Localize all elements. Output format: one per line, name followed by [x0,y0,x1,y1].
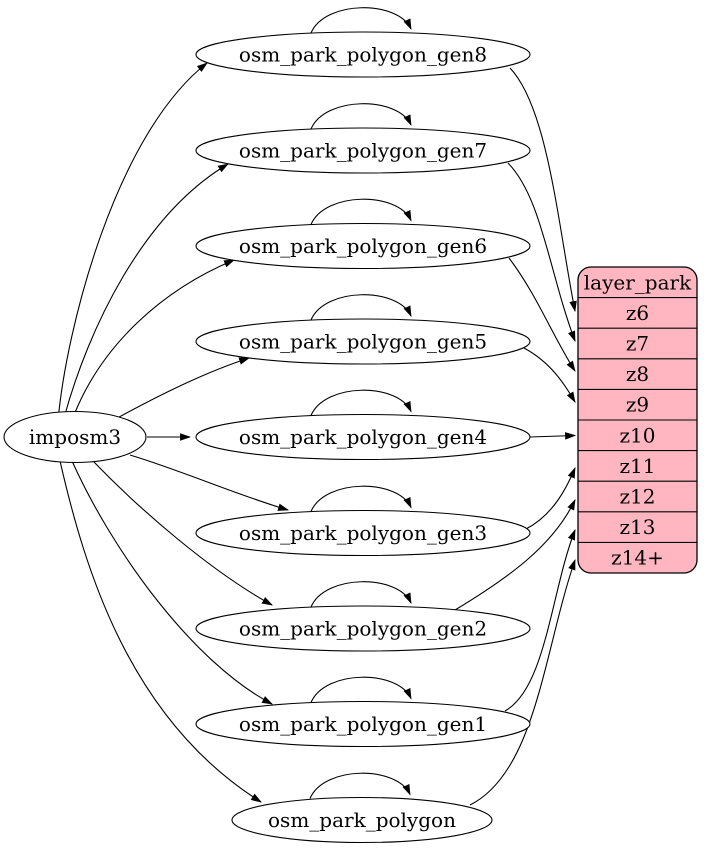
edge-osm_park_polygon_gen1-to-z13 [504,528,576,712]
row-z13: z13 [620,515,656,539]
edge-imposm3-to-osm_park_polygon [59,460,262,803]
edge-osm_park_polygon-to-z14plus [469,558,576,806]
table-ellipse [195,222,531,270]
table-label: osm_park_polygon_gen5 [239,330,487,354]
edge-imposm3-to-osm_park_polygon_gen5 [109,357,251,423]
self-loop-osm_park_polygon_gen8 [310,7,412,34]
table-label: osm_park_polygon_gen6 [239,234,487,258]
edge-imposm3-to-osm_park_polygon_gen3 [129,454,290,511]
row-z14plus: z14+ [611,546,664,570]
node-osm-park-polygon: osm_park_polygon [231,796,493,844]
self-loop-osm_park_polygon [309,772,411,799]
self-loop-osm_park_polygon_gen4 [310,389,412,416]
edge-imposm3-to-osm_park_polygon_gen1 [71,460,273,705]
table-label: osm_park_polygon [268,808,456,832]
table-ellipse [195,127,531,174]
row-z8: z8 [626,362,649,386]
self-loop-osm_park_polygon_gen3 [310,485,412,512]
node-layer-park: layer_park z6 z7 z8 z9 z10 z11 z12 z13 z… [577,266,698,574]
node-osm-park-polygon-gen4: osm_park_polygon_gen4 [195,413,531,461]
node-osm-park-polygon-gen7: osm_park_polygon_gen7 [195,127,531,174]
table-ellipse [231,796,493,844]
edge-osm_park_polygon_gen3-to-z11 [525,466,576,530]
edge-osm_park_polygon_gen2-to-z12 [454,499,576,611]
edge-imposm3-to-osm_park_polygon_gen8 [57,62,208,422]
row-z11: z11 [620,454,656,478]
table-ellipse [195,700,531,748]
self-loop-osm_park_polygon_gen2 [310,581,412,608]
self-loop-osm_park_polygon_gen7 [310,103,412,130]
table-ellipse [195,509,531,557]
node-osm-park-polygon-gen2: osm_park_polygon_gen2 [195,605,531,652]
self-loop-edges [309,7,412,799]
table-label: osm_park_polygon_gen1 [239,712,487,736]
node-imposm3: imposm3 [3,410,147,464]
edge-imposm3-to-osm_park_polygon_gen7 [63,163,229,419]
table-ellipse [195,605,531,652]
node-osm-park-polygon-gen6: osm_park_polygon_gen6 [195,222,531,270]
edge-osm_park_polygon_gen7-to-z7 [507,162,576,343]
row-z6: z6 [626,301,649,325]
node-osm-park-polygon-gen3: osm_park_polygon_gen3 [195,509,531,557]
self-loop-osm_park_polygon_gen5 [310,294,412,321]
self-loop-osm_park_polygon_gen1 [310,676,412,703]
table-label: osm_park_polygon_gen3 [239,521,487,545]
edge-osm_park_polygon_gen8-to-z6 [509,67,577,313]
edges-tables-to-layer [454,67,577,806]
row-z12: z12 [620,485,656,509]
node-osm-park-polygon-gen8: osm_park_polygon_gen8 [195,31,531,78]
edges-source-to-tables [57,62,290,803]
edge-osm_park_polygon_gen5-to-z9 [523,347,576,403]
row-z9: z9 [626,393,649,417]
node-osm-park-polygon-gen1: osm_park_polygon_gen1 [195,700,531,748]
node-osm-park-polygon-gen5: osm_park_polygon_gen5 [195,318,531,365]
table-ellipse [195,413,531,461]
edge-osm_park_polygon_gen6-to-z8 [508,257,576,372]
edge-osm_park_polygon_gen4-to-z10 [529,432,577,440]
imposm3-label: imposm3 [29,425,121,449]
table-ellipse [195,31,531,78]
row-z7: z7 [626,332,649,356]
edge-imposm3-to-osm_park_polygon_gen6 [73,259,236,416]
table-label: osm_park_polygon_gen4 [239,425,487,449]
table-ellipse [195,318,531,365]
edge-imposm3-to-osm_park_polygon_gen2 [91,459,273,606]
row-z10: z10 [620,423,656,447]
imposm3-ellipse [3,410,147,464]
table-label: osm_park_polygon_gen7 [239,139,487,163]
table-label: osm_park_polygon_gen8 [239,43,487,67]
self-loop-osm_park_polygon_gen6 [310,198,412,225]
table-label: osm_park_polygon_gen2 [239,617,487,641]
layer-park-header: layer_park [584,271,692,295]
